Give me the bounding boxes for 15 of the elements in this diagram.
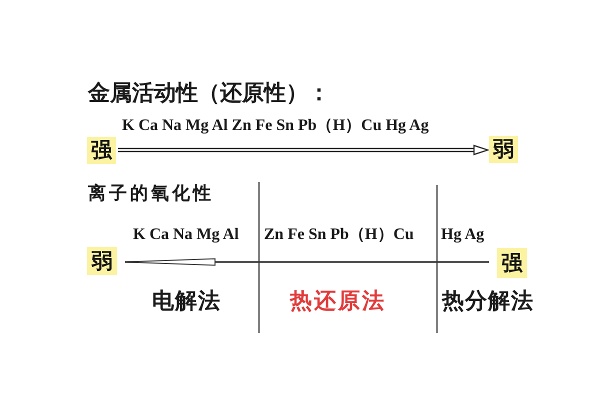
level-tag: 弱 <box>87 247 117 275</box>
element-series: Zn Fe Sn Pb（H）Cu <box>264 226 414 244</box>
method-label: 电解法 <box>152 290 221 314</box>
element-series: K Ca Na Mg Al Zn Fe Sn Pb（H）Cu Hg Ag <box>122 117 429 135</box>
element-series: K Ca Na Mg Al <box>133 226 239 244</box>
level-tag: 弱 <box>489 136 518 163</box>
arrow <box>124 258 489 266</box>
method-label: 热分解法 <box>442 290 534 314</box>
level-tag: 强 <box>497 248 527 278</box>
method-label: 热还原法 <box>290 290 386 314</box>
section-heading: 金属活动性（还原性）： <box>88 82 330 106</box>
level-tag: 强 <box>87 137 116 164</box>
arrow <box>117 144 489 156</box>
element-series: Hg Ag <box>441 226 484 244</box>
section-heading: 离子的氧化性 <box>88 184 214 204</box>
